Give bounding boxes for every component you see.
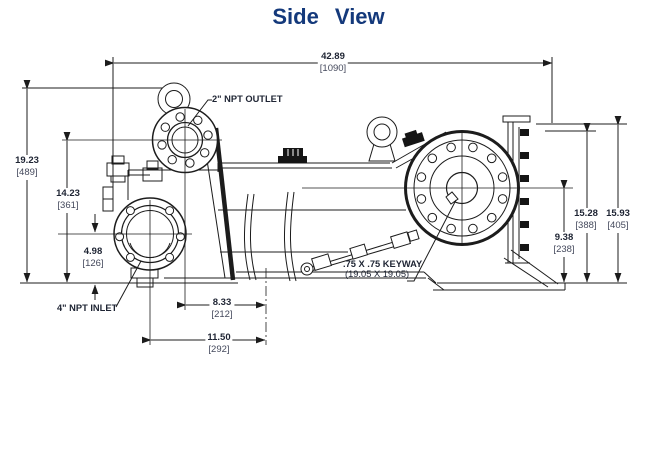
rear-cap-icon	[401, 129, 425, 148]
keyway-callout: .75 X .75 KEYWAY (19.05 X 19.05)	[343, 259, 422, 279]
page-title: Side View	[272, 4, 385, 29]
rear-lifting-eye-icon	[366, 116, 398, 148]
inlet-callout: 4" NPT INLET	[57, 303, 118, 313]
keyway-callout-size: .75 X .75 KEYWAY	[343, 259, 423, 269]
crankcase-ribs	[244, 191, 297, 282]
dim-overall-length: 42.89 [1090]	[317, 51, 349, 76]
inlet-drain-plug	[130, 267, 159, 288]
dim-inlet-centerline-height: 4.98 [126]	[80, 246, 106, 271]
outlet-leader	[187, 99, 212, 127]
front-strut	[213, 127, 236, 281]
dim-inlet-to-mount: 11.50 [292]	[205, 332, 233, 357]
oil-fill-cap-icon	[278, 148, 307, 163]
dim-outlet-to-mount: 8.33 [212]	[209, 297, 235, 322]
centerlines	[58, 109, 573, 345]
dim-shaft-centerline-height: 9.38 [238]	[551, 232, 577, 257]
keyway-leader	[407, 199, 457, 282]
base-plate	[433, 282, 566, 291]
crankcase-deck	[217, 162, 392, 172]
rear-gusset	[503, 249, 559, 288]
drain-rod	[300, 229, 420, 276]
dim-overall-height: 19.23 [489]	[13, 155, 41, 180]
dim-outlet-centerline-height: 14.23 [361]	[54, 188, 82, 213]
front-bolt-fittings	[102, 155, 163, 212]
keyway-callout-metric: (19.05 X 19.05)	[345, 269, 410, 279]
dim-housing-top-height: 15.28 [388]	[572, 208, 600, 233]
inlet-leader	[115, 260, 142, 308]
outlet-callout: 2" NPT OUTLET	[212, 94, 283, 104]
dim-rear-top-height: 15.93 [405]	[604, 208, 632, 233]
outlet-flange	[151, 106, 219, 174]
